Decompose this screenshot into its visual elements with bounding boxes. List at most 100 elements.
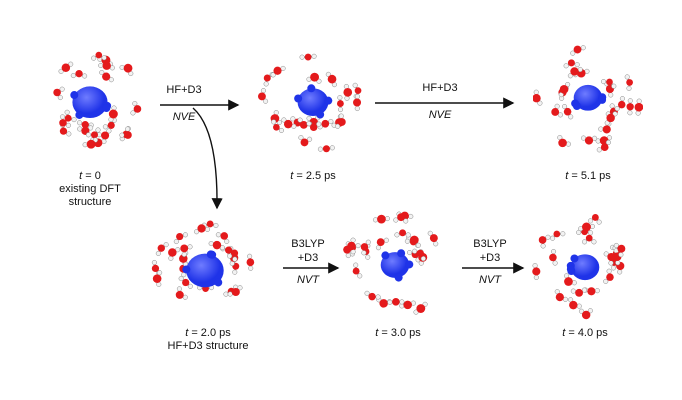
hydrogen-atom bbox=[193, 229, 200, 235]
density-lobe bbox=[70, 91, 79, 100]
caption-t51: t = 5.1 ps bbox=[565, 170, 611, 182]
oxygen-atom bbox=[570, 67, 579, 76]
oxygen-atom bbox=[231, 287, 240, 297]
oxygen-atom bbox=[354, 87, 362, 94]
hydrogen-atom bbox=[311, 53, 317, 59]
hydrogen-atom bbox=[352, 82, 358, 88]
hydrogen-atom bbox=[627, 98, 633, 104]
hydrogen-atom bbox=[619, 96, 625, 102]
oxygen-atom bbox=[377, 214, 386, 224]
hydrogen-atom bbox=[345, 253, 351, 259]
hydrogen-atom bbox=[563, 63, 569, 69]
density-lobe bbox=[566, 265, 575, 274]
hydrogen-atom bbox=[354, 93, 360, 100]
hydrogen-atom bbox=[66, 131, 72, 137]
caption-t0: t = 0 existing DFT structure bbox=[59, 170, 121, 208]
hydrogen-atom bbox=[108, 77, 114, 83]
hydrogen-atom bbox=[405, 232, 411, 238]
hydrogen-atom bbox=[587, 308, 593, 314]
oxygen-atom bbox=[175, 290, 184, 299]
hydrogen-atom bbox=[70, 73, 76, 79]
oxygen-atom bbox=[133, 105, 142, 113]
hydrogen-atom bbox=[237, 285, 243, 291]
hydrogen-atom bbox=[394, 232, 400, 238]
hydrogen-atom bbox=[151, 259, 157, 266]
hydrogen-atom bbox=[338, 113, 344, 119]
oxygen-atom bbox=[64, 114, 72, 122]
hydrogen-atom bbox=[615, 260, 621, 266]
oxygen-atom bbox=[409, 238, 417, 246]
caption-t25: t = 2.5 ps bbox=[290, 170, 336, 182]
cluster-t0 bbox=[35, 45, 145, 155]
hydrogen-atom bbox=[596, 147, 602, 153]
arrow-label-method-a4-line1: B3LYP bbox=[291, 238, 325, 250]
oxygen-atom bbox=[151, 264, 160, 273]
hydrogen-atom bbox=[427, 230, 433, 236]
oxygen-atom bbox=[606, 273, 614, 281]
oxygen-atom bbox=[180, 244, 189, 253]
oxygen-atom bbox=[392, 298, 400, 306]
caption-t30: t = 3.0 ps bbox=[375, 327, 421, 339]
water-cluster-graphic bbox=[343, 211, 439, 315]
oxygen-atom bbox=[81, 120, 89, 129]
oxygen-atom bbox=[559, 85, 569, 94]
hydrogen-atom bbox=[328, 118, 334, 125]
oxygen-atom bbox=[337, 118, 346, 126]
hydrogen-atom bbox=[393, 217, 399, 223]
oxygen-atom bbox=[59, 119, 67, 127]
hydrogen-atom bbox=[545, 234, 551, 240]
oxygen-atom bbox=[584, 136, 594, 145]
hydrogen-atom bbox=[420, 256, 426, 262]
hydrogen-atom bbox=[337, 95, 343, 101]
oxygen-atom bbox=[300, 138, 309, 147]
hydrogen-atom bbox=[335, 123, 341, 129]
oxygen-atom bbox=[53, 88, 61, 97]
hydrogen-atom bbox=[614, 105, 620, 112]
hydrogen-atom bbox=[412, 248, 418, 254]
arrow-label-method-a2: HF+D3 bbox=[422, 82, 458, 94]
oxygen-atom bbox=[532, 267, 541, 276]
hydrogen-atom bbox=[260, 88, 267, 94]
hydrogen-atom bbox=[306, 121, 312, 127]
cluster-t30 bbox=[340, 210, 450, 320]
hydrogen-atom bbox=[606, 268, 612, 274]
hydrogen-atom bbox=[576, 303, 582, 309]
hydrogen-atom bbox=[635, 110, 641, 116]
hydrogen-atom bbox=[263, 81, 269, 87]
hydrogen-atom bbox=[176, 286, 182, 292]
water-cluster-graphic bbox=[258, 53, 362, 153]
oxygen-atom bbox=[591, 214, 599, 221]
hydrogen-atom bbox=[270, 72, 276, 78]
hydrogen-atom bbox=[580, 45, 586, 51]
cluster-t20 bbox=[150, 210, 260, 320]
density-lobe bbox=[182, 265, 191, 274]
oxygen-atom bbox=[563, 107, 572, 116]
hydrogen-atom bbox=[299, 54, 305, 60]
hydrogen-atom bbox=[163, 242, 169, 248]
density-lobe bbox=[570, 254, 579, 263]
hydrogen-atom bbox=[182, 232, 188, 238]
density-lobe bbox=[405, 260, 414, 269]
hydrogen-atom bbox=[223, 291, 229, 297]
density-lobe bbox=[381, 251, 390, 260]
density-lobe bbox=[324, 96, 333, 105]
oxygen-atom bbox=[553, 230, 561, 238]
oxygen-atom bbox=[59, 127, 68, 135]
hydrogen-atom bbox=[178, 276, 184, 282]
arrow-branch-to-t20 bbox=[192, 107, 223, 210]
hydrogen-atom bbox=[98, 62, 104, 69]
hydrogen-atom bbox=[247, 253, 253, 259]
hydrogen-atom bbox=[627, 110, 633, 116]
density-lobe bbox=[394, 273, 403, 282]
cluster-t40 bbox=[530, 210, 640, 320]
oxygen-atom bbox=[322, 145, 330, 153]
hydrogen-atom bbox=[119, 132, 125, 138]
hydrogen-atom bbox=[224, 238, 230, 244]
hydrogen-atom bbox=[307, 136, 313, 142]
oxygen-atom bbox=[617, 100, 626, 109]
hydrogen-atom bbox=[603, 278, 609, 284]
hydrogen-atom bbox=[550, 235, 556, 241]
oxygen-atom bbox=[549, 253, 557, 262]
hydrogen-atom bbox=[357, 273, 363, 279]
oxygen-atom bbox=[606, 78, 613, 86]
